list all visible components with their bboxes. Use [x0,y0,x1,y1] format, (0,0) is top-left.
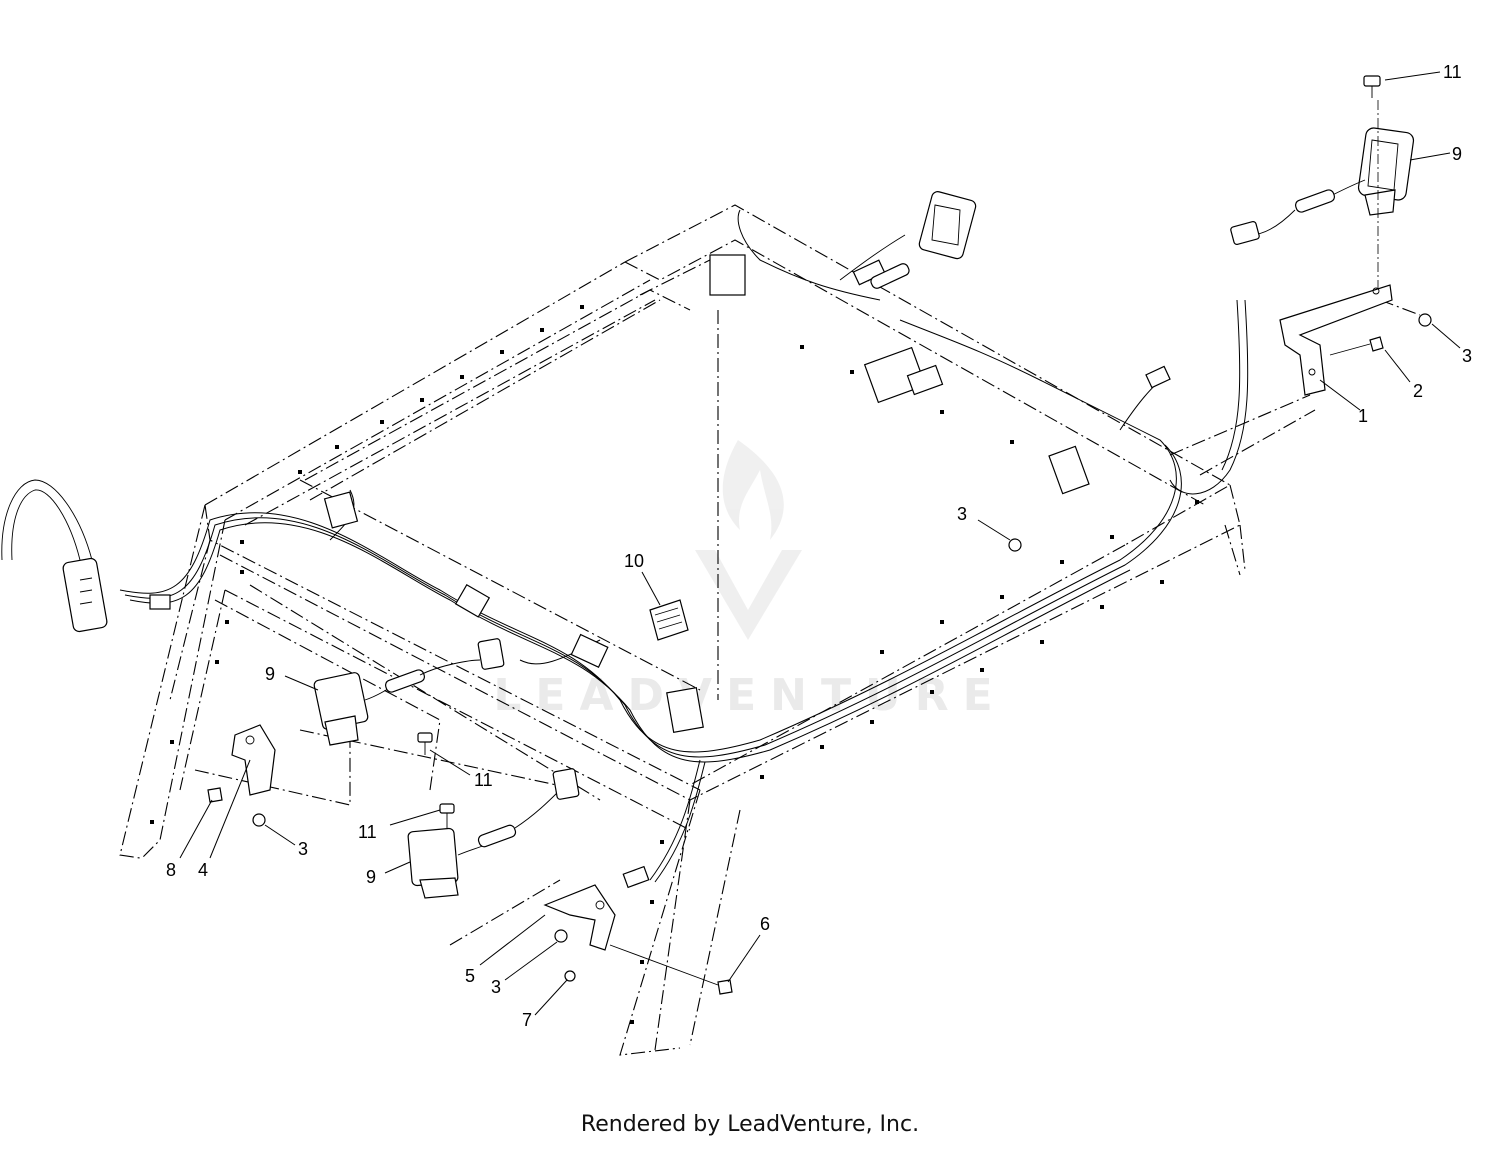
watermark-v-icon [695,550,802,640]
part-5-bracket [543,884,616,951]
callout-labels: 11 9 3 2 1 3 10 9 11 8 4 3 11 9 5 3 7 6 [166,62,1472,1030]
callout-10: 10 [624,551,644,571]
callout-8: 8 [166,860,176,880]
callout-leaders [179,71,1461,1016]
callout-1: 1 [1358,406,1368,426]
frame-holes [150,305,1199,1024]
power-cord [1,479,108,633]
part-2-bolt [1329,336,1384,356]
watermark-text: LEADVENTURE [493,670,1006,721]
part-3-nut-right [1418,313,1432,327]
part-8-bolt [207,787,223,803]
callout-9-bottom: 9 [366,867,376,887]
callout-9-top: 9 [1452,144,1462,164]
callout-3-left: 3 [298,839,308,859]
part-3-nut-center [1008,538,1022,552]
harness-connectors [149,254,1171,889]
part-3-nut-bottom [554,929,568,943]
part-11-bolt-bottom [439,803,455,828]
callout-3-center: 3 [957,504,967,524]
part-1-bracket [1279,284,1393,396]
part-11-bolt-left [417,732,433,755]
part-11-bolt-top [1363,75,1381,290]
part-4-bracket [231,724,276,796]
part-9-light-bottom [407,768,580,899]
part-10-switch [649,599,689,641]
callout-3-bottom: 3 [491,977,501,997]
wire-harness [119,209,1249,883]
callout-7: 7 [522,1010,532,1030]
part-6-bolt [609,944,733,995]
callout-4: 4 [198,860,208,880]
callout-5: 5 [465,966,475,986]
callout-9-left: 9 [265,664,275,684]
watermark-flame-icon [722,440,784,540]
callout-11-left: 11 [474,770,493,790]
part-9-light-top-right [1230,127,1415,245]
watermark: LEADVENTURE [493,440,1006,721]
callout-11-bottom: 11 [358,822,377,842]
mounted-rear-light [839,191,977,289]
footer-credit: Rendered by LeadVenture, Inc. [580,1112,920,1137]
callout-11-top: 11 [1443,62,1462,82]
part-9-light-left [313,638,505,746]
part-3-nut-left [252,813,266,827]
part-7-nut [564,970,576,982]
mounting-frame [119,204,1421,1056]
callout-2: 2 [1413,381,1423,401]
callout-3-right: 3 [1462,346,1472,366]
callout-6: 6 [760,914,770,934]
